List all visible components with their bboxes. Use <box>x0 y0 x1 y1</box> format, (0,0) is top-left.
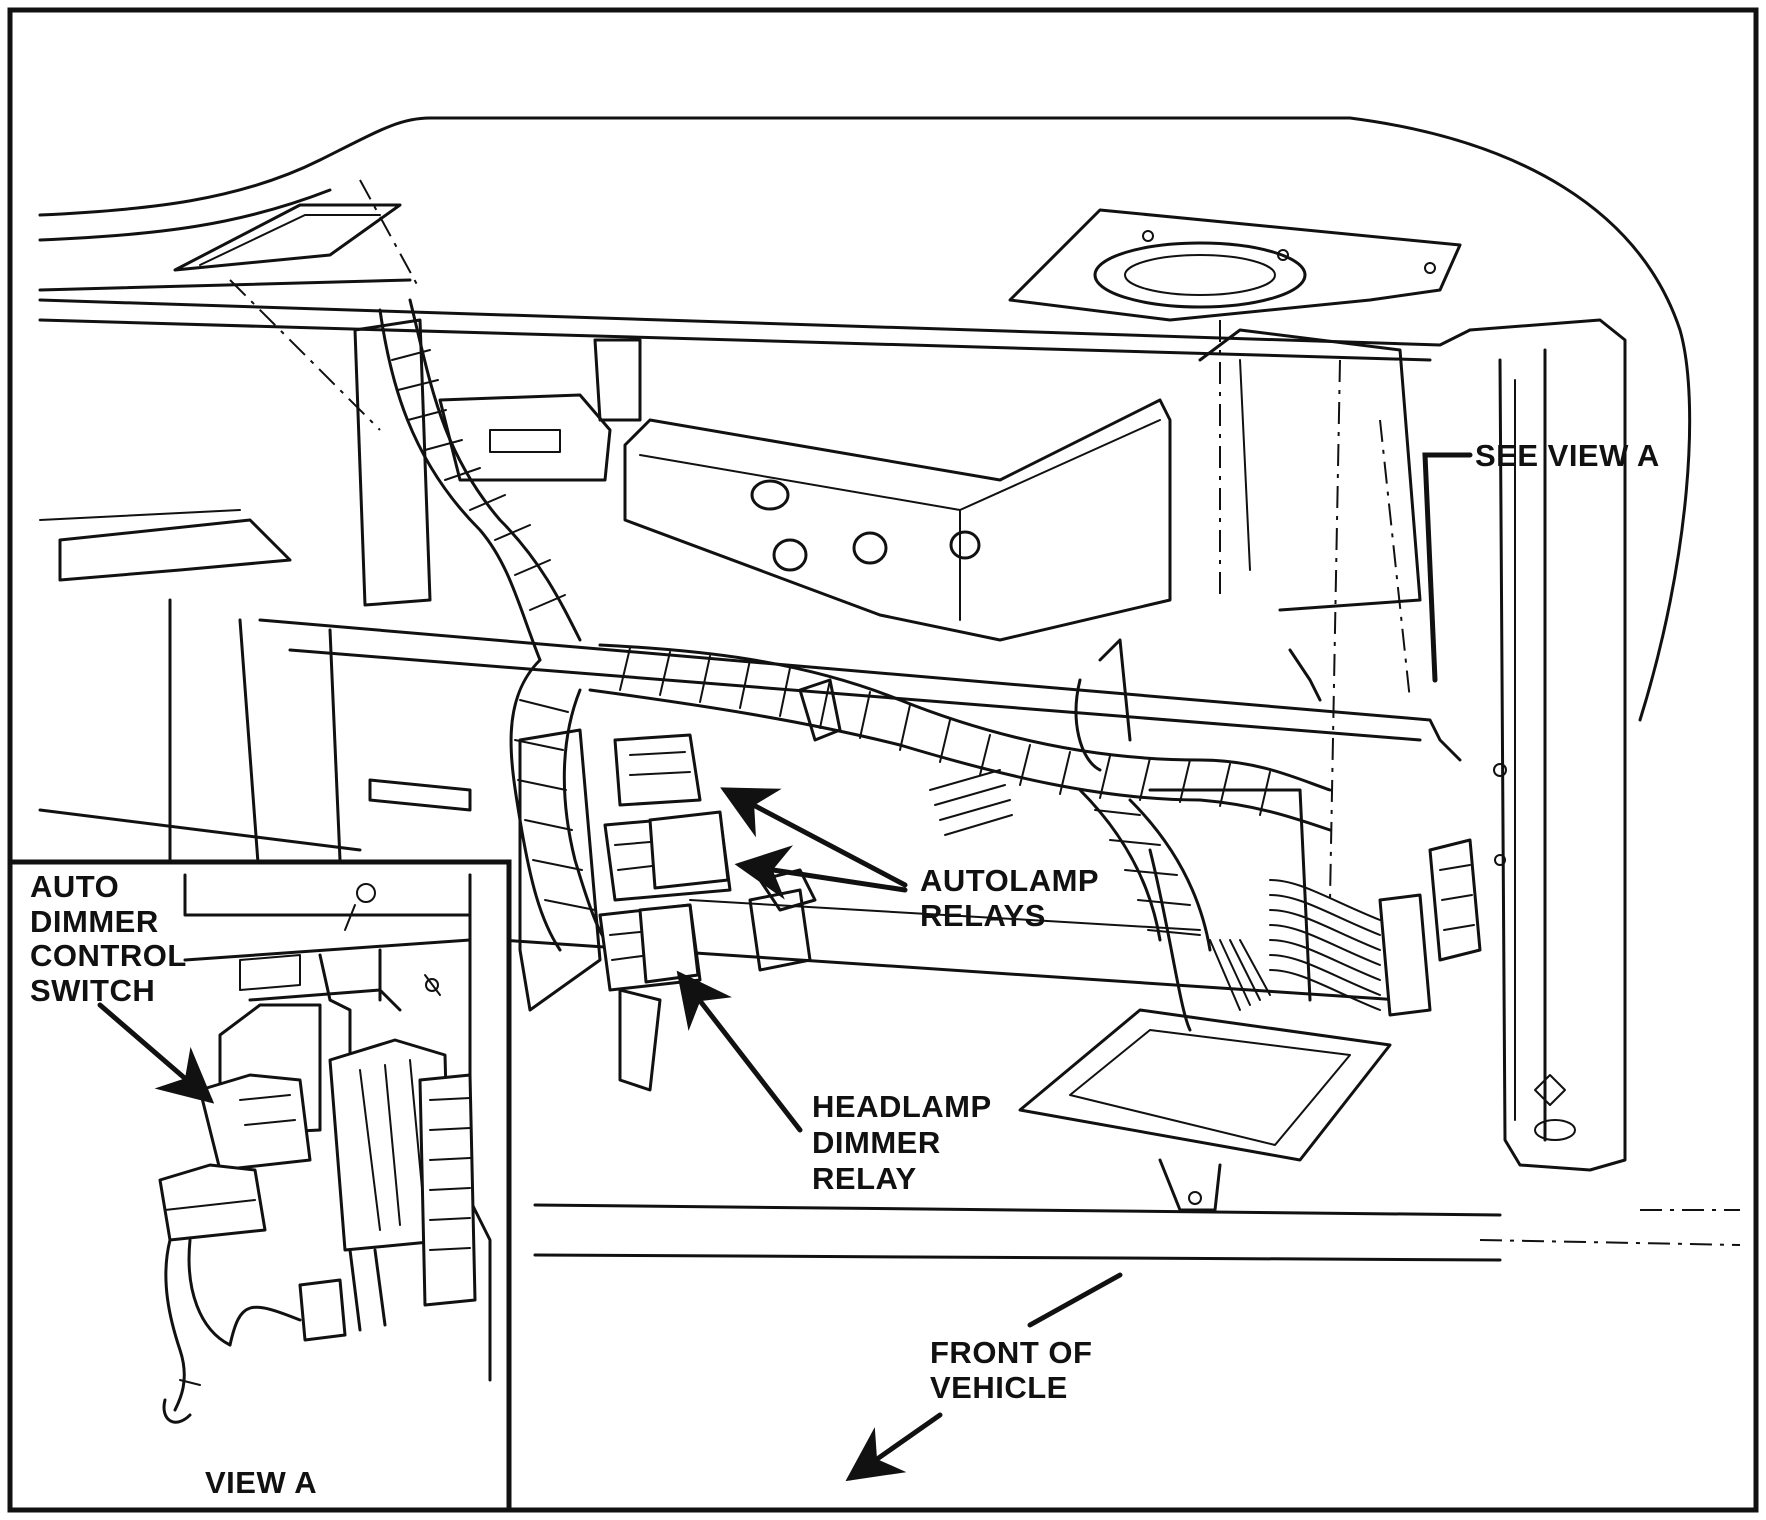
autolamp-relay-lower <box>603 810 732 902</box>
front-of-vehicle-arrow <box>845 1412 943 1482</box>
autolamp-upper-arrow <box>720 787 908 888</box>
label-headlamp-line2: DIMMER <box>812 1125 941 1160</box>
label-auto-dimmer-control-switch: AUTO DIMMER CONTROL SWITCH <box>30 869 187 1008</box>
autolamp-lower-arrow <box>734 845 908 900</box>
headlamp-dimmer-relay <box>598 903 702 992</box>
view-a-inset <box>7 859 512 1513</box>
label-switch-line3: CONTROL <box>30 938 187 973</box>
label-front-line2: VEHICLE <box>930 1370 1068 1405</box>
label-front-of-vehicle: FRONT OF VEHICLE <box>930 1335 1092 1405</box>
label-switch-line1: AUTO <box>30 869 119 904</box>
label-switch-line2: DIMMER <box>30 904 159 939</box>
label-view-a: VIEW A <box>205 1465 317 1500</box>
label-autolamp-relays-line1: AUTOLAMP <box>920 863 1099 898</box>
front-of-vehicle-line <box>1027 1272 1123 1328</box>
label-headlamp-dimmer-relay: HEADLAMP DIMMER RELAY <box>812 1089 992 1196</box>
label-see-view-a: SEE VIEW A <box>1475 438 1660 473</box>
instrument-panel-illustration <box>38 116 1741 1262</box>
label-headlamp-line3: RELAY <box>812 1161 917 1196</box>
headlamp-dimmer-arrow <box>676 970 803 1133</box>
label-autolamp-relays: AUTOLAMP RELAYS <box>920 863 1099 933</box>
label-front-line1: FRONT OF <box>930 1335 1092 1370</box>
label-headlamp-line1: HEADLAMP <box>812 1089 992 1124</box>
outer-frame <box>7 7 1759 1513</box>
label-autolamp-relays-line2: RELAYS <box>920 898 1046 933</box>
autolamp-relay-upper <box>613 733 702 807</box>
label-switch-line4: SWITCH <box>30 973 155 1008</box>
auto-dimmer-switch-arrow <box>97 1002 215 1104</box>
see-view-a-pointer <box>1422 452 1473 683</box>
